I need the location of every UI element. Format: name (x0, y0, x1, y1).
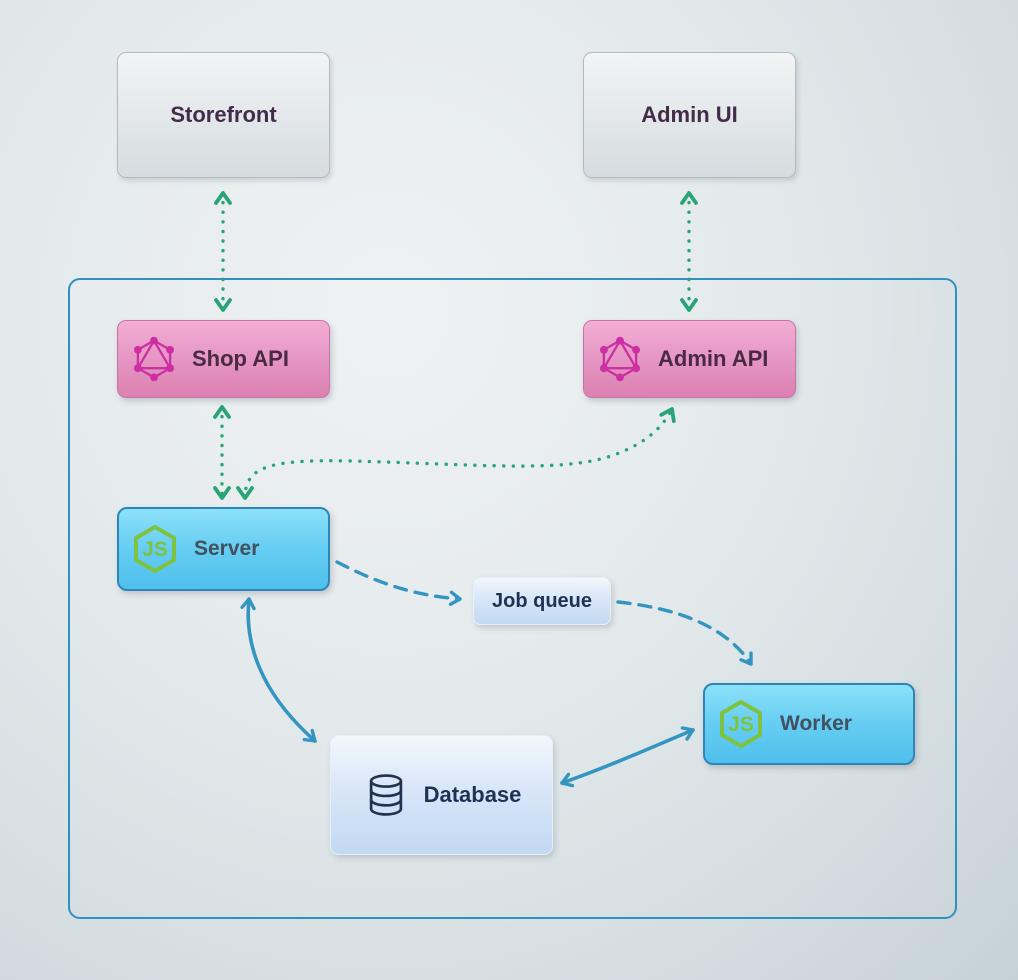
node-admin-api-label: Admin API (658, 346, 769, 371)
node-admin-api: Admin API (583, 320, 796, 398)
node-database-label: Database (423, 782, 522, 807)
node-storefront: Storefront (117, 52, 330, 178)
node-storefront-label: Storefront (170, 102, 277, 127)
node-server: JS Server (117, 507, 330, 591)
node-worker: JS Worker (703, 683, 915, 765)
graphql-icon (131, 336, 177, 382)
node-database: Database (330, 735, 553, 855)
svg-text:JS: JS (728, 713, 754, 736)
node-job-queue-label: Job queue (491, 589, 592, 612)
svg-text:JS: JS (142, 538, 168, 561)
node-shop-api: Shop API (117, 320, 330, 398)
nodejs-icon: JS (716, 699, 766, 749)
graphql-icon (597, 336, 643, 382)
node-worker-label: Worker (780, 712, 852, 735)
node-shop-api-label: Shop API (192, 346, 289, 371)
node-job-queue: Job queue (473, 577, 611, 625)
node-admin-ui: Admin UI (583, 52, 796, 178)
system-boundary-box (68, 278, 957, 919)
node-server-label: Server (194, 537, 260, 560)
nodejs-icon: JS (130, 524, 180, 574)
node-admin-ui-label: Admin UI (641, 102, 738, 127)
database-icon (362, 771, 410, 819)
